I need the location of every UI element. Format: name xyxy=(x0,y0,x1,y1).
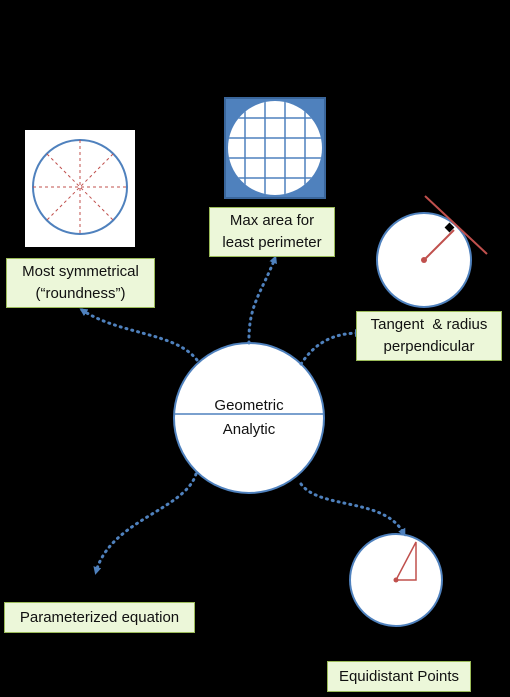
parameterized-label-box: Parameterized equation xyxy=(4,602,195,633)
arrow-to-symmetry xyxy=(79,308,199,362)
equidistant-label-box: Equidistant Points xyxy=(327,661,471,692)
max-area-label-line1: Max area for xyxy=(229,212,315,229)
symmetry-label-line2: (“roundness”) xyxy=(35,285,126,302)
arrow-to-parameterized xyxy=(93,472,198,575)
tangent-label-box: Tangent & radius perpendicular xyxy=(356,311,502,361)
central-circle xyxy=(173,342,325,494)
tangent-label-line1: Tangent & radius xyxy=(370,316,488,333)
arrow-to-equidistant xyxy=(299,482,406,537)
tangent-circle-icon xyxy=(376,195,488,308)
grid-circle-icon xyxy=(224,97,326,199)
max-area-label-box: Max area for least perimeter xyxy=(209,207,335,257)
max-area-label-line2: least perimeter xyxy=(222,234,322,251)
geometric-label: Geometric xyxy=(214,397,284,414)
equidistant-label: Equidistant Points xyxy=(338,667,460,685)
symmetry-circle-icon xyxy=(25,130,135,247)
tangent-label-line2: perpendicular xyxy=(383,338,475,355)
parameterized-label: Parameterized equation xyxy=(19,608,180,626)
arrow-to-tangent xyxy=(299,329,363,366)
arrow-to-max-area xyxy=(247,255,277,345)
symmetry-label-box: Most symmetrical (“roundness”) xyxy=(6,258,155,308)
symmetry-label-line1: Most symmetrical xyxy=(22,263,139,280)
analytic-label: Analytic xyxy=(222,421,276,438)
equidistant-circle-icon xyxy=(349,533,443,627)
